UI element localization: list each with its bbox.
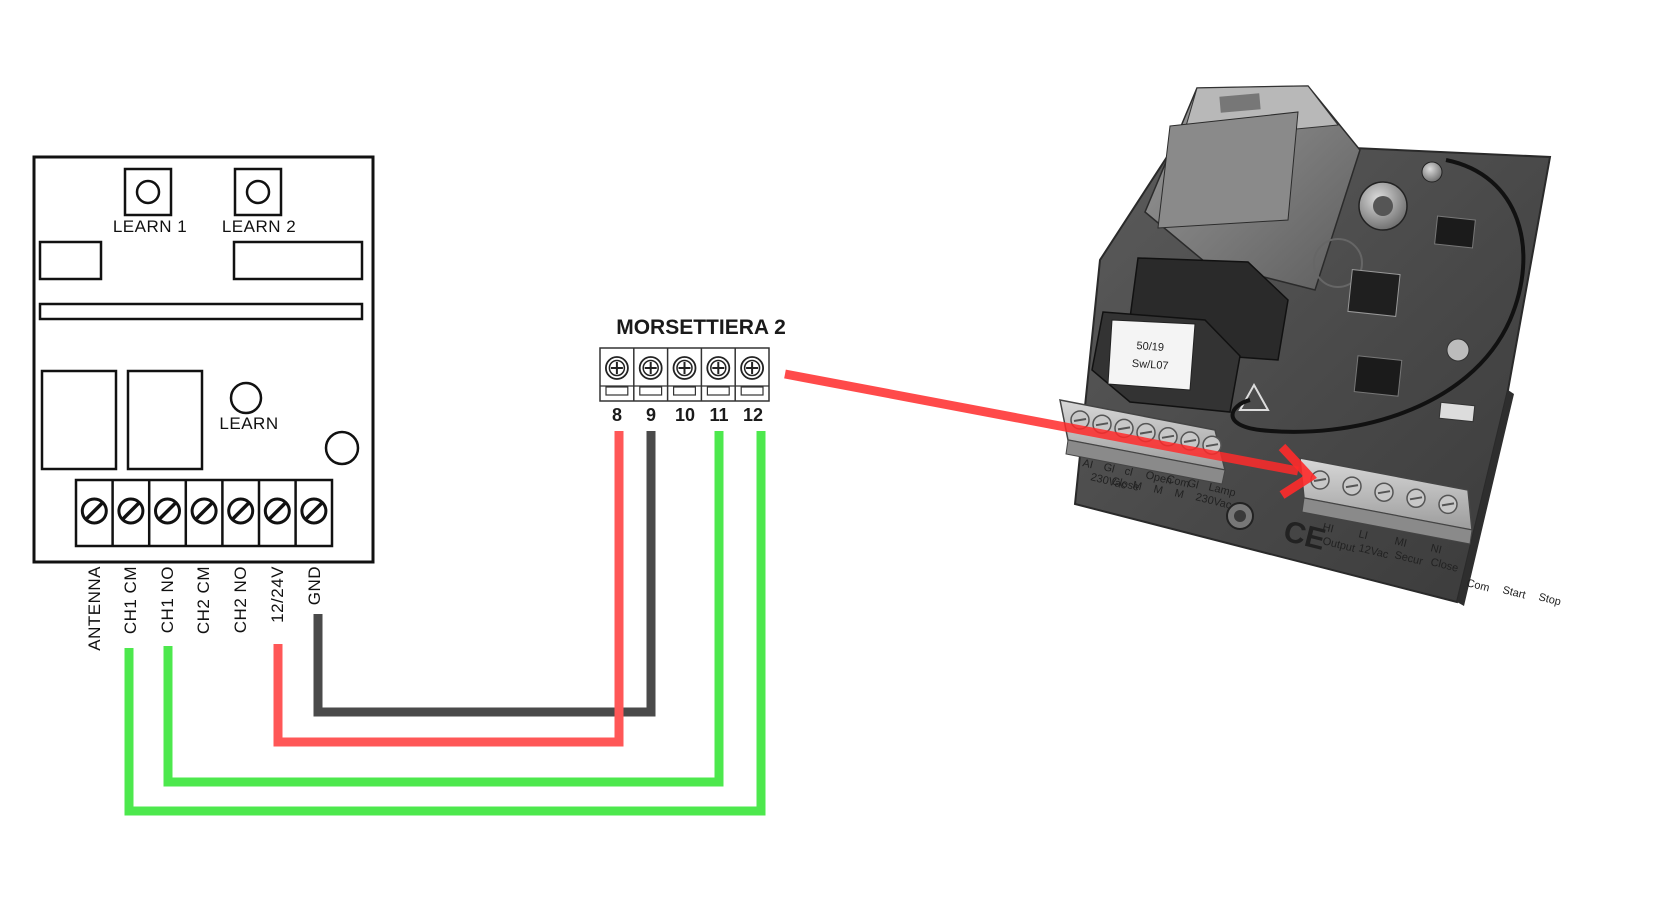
terminal-label-antenna: ANTENNA — [85, 566, 104, 651]
terminal-label-12-24v: 12/24V — [268, 566, 287, 623]
receiver-screw-icon — [80, 497, 108, 525]
receiver-module: LEARN 1 LEARN 2 LEARN ANTENNA CH1 CM CH1… — [32, 155, 375, 651]
relay-label-2: Sw/L07 — [1131, 358, 1168, 373]
terminal-block-cells — [599, 347, 770, 402]
receiver-screw-icon — [300, 497, 328, 525]
terminal-screw-icon — [706, 356, 731, 380]
terminal-screw-icon — [672, 356, 697, 380]
capacitor-top — [1373, 196, 1393, 216]
mounting-hole-1-center — [1234, 510, 1246, 522]
receiver-terminal-labels: ANTENNA CH1 CM CH1 NO CH2 CM CH2 NO 12/2… — [85, 566, 324, 651]
board-bottom-label: HI — [1321, 521, 1335, 535]
terminal-number-11: 11 — [709, 405, 728, 425]
terminal-slot — [672, 386, 696, 396]
dip-switch — [1347, 269, 1401, 317]
fuse — [1438, 401, 1476, 423]
receiver-screw-icon — [190, 497, 218, 525]
component-wide — [232, 240, 364, 281]
board-top-label: M — [1131, 479, 1143, 493]
arrow-shaft — [784, 369, 1299, 476]
receiver-screw-icon — [263, 497, 291, 525]
learn1-button — [123, 167, 173, 217]
receiver-screw-icon — [154, 497, 181, 525]
board-bottom-label: MI — [1393, 535, 1408, 550]
terminal-screw-icon — [638, 356, 663, 380]
wire-green-ch1-no — [163, 431, 724, 787]
led-indicator — [324, 430, 360, 466]
board-bottom-label: Com — [1465, 577, 1490, 594]
terminal-number-9: 9 — [646, 405, 656, 425]
receiver-screw-icon — [117, 497, 145, 525]
board-top-label: AI — [1081, 457, 1094, 471]
transformer — [1144, 85, 1361, 291]
component-strip — [38, 302, 364, 321]
trimmer — [1446, 338, 1470, 362]
terminal-label-ch2-no: CH2 NO — [231, 566, 250, 633]
relay-1 — [40, 369, 118, 471]
warning-triangle-icon — [1238, 382, 1270, 411]
board-top-label: Gl — [1102, 461, 1116, 475]
learn1-label: LEARN 1 — [113, 217, 187, 236]
board-terminal-right — [1299, 457, 1473, 545]
relay-2 — [126, 369, 204, 471]
arrow-head-icon — [1278, 443, 1317, 499]
wire-red-12-24v — [273, 431, 624, 747]
component-small — [38, 240, 103, 281]
terminal-screw-icon — [605, 356, 629, 380]
relay-blocks: 50/19 Sw/L07 — [1091, 257, 1289, 413]
board-top-label: M — [1173, 487, 1185, 501]
terminal-number-12: 12 — [743, 405, 763, 425]
terminal-number-8: 8 — [612, 405, 622, 425]
terminal-label-ch1-no: CH1 NO — [158, 566, 177, 633]
antenna-wire — [1230, 158, 1526, 434]
receiver-terminal-strip — [74, 478, 334, 548]
board-top-label: cl — [1123, 465, 1134, 479]
wires — [124, 431, 766, 816]
board-top-label: Com — [1165, 473, 1190, 490]
learn-button — [229, 381, 263, 415]
terminal-slot — [639, 386, 663, 396]
terminal-slot — [706, 386, 730, 396]
board-bottom-label: Stop — [1537, 591, 1562, 608]
terminal-block: MORSETTIERA 2 8 9 10 11 12 — [599, 316, 786, 425]
wire-green-ch1-cm — [124, 431, 766, 816]
receiver-screw-icon — [227, 497, 255, 525]
learn-label: LEARN — [219, 414, 278, 433]
terminal-block-title: MORSETTIERA 2 — [616, 316, 786, 339]
ic-chip-small — [1434, 215, 1476, 249]
terminal-label-ch1-cm: CH1 CM — [121, 566, 140, 634]
terminal-block-numbers: 8 9 10 11 12 — [612, 405, 763, 425]
component-ring — [1313, 238, 1363, 288]
board-bottom-label: NI — [1429, 542, 1443, 556]
board-bottom-label: Start — [1501, 584, 1526, 601]
learn2-label: LEARN 2 — [222, 217, 296, 236]
board-top-label: Gl — [1186, 477, 1200, 491]
terminal-label-ch2-cm: CH2 CM — [194, 566, 213, 634]
red-arrow — [784, 369, 1317, 499]
terminal-label-gnd: GND — [305, 566, 324, 605]
terminal-number-10: 10 — [675, 405, 695, 425]
wire-black-gnd — [313, 431, 656, 717]
board-top-label: M — [1152, 483, 1164, 497]
terminal-screw-icon — [740, 356, 764, 380]
terminal-slot — [605, 386, 629, 396]
learn2-button — [233, 167, 283, 217]
board-bottom-label: LI — [1357, 528, 1369, 542]
terminal-slot — [740, 386, 764, 396]
capacitor-small — [1421, 161, 1443, 183]
ic-chip — [1353, 355, 1403, 397]
relay-label-1: 50/19 — [1136, 340, 1164, 354]
